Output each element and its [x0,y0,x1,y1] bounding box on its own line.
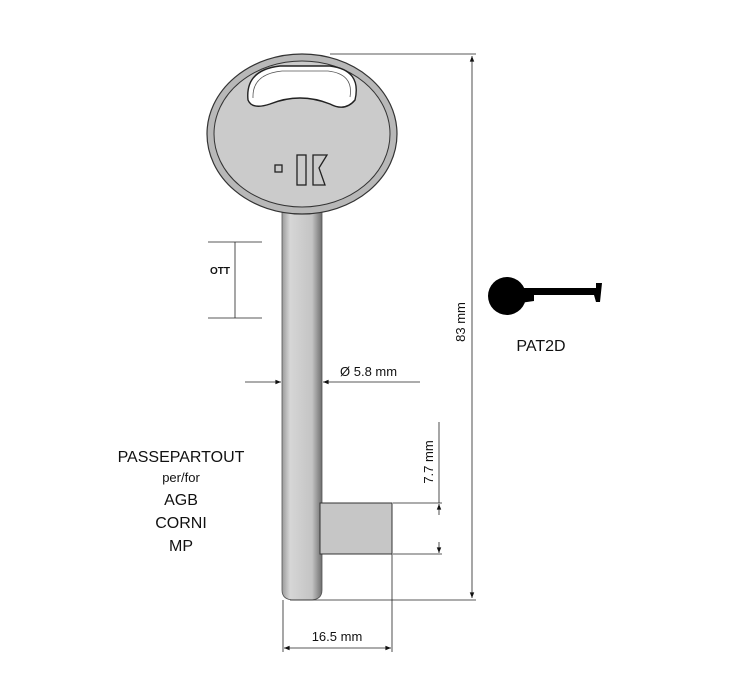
brand-logo [274,154,329,186]
bit-width-label: 16.5 mm [312,629,363,644]
bit-height-dimension: 7.7 mm [393,422,442,555]
passepartout-title: PASSEPARTOUT [118,449,245,466]
key-head [206,53,398,215]
bit-height-label: 7.7 mm [421,440,436,483]
bit-width-dimension: 16.5 mm [282,554,393,652]
key-shaft [281,204,323,601]
diameter-dimension: Ø 5.8 mm [245,364,420,385]
diameter-label: Ø 5.8 mm [340,364,397,379]
brand-corni: CORNI [155,515,207,532]
ott-label: OTT [210,266,230,277]
length-dimension: 83 mm [290,53,476,601]
key-profile-pat2d: PAT2D [488,277,602,355]
key-bit [319,502,393,555]
brand-agb: AGB [164,492,198,509]
compatibility-list: PASSEPARTOUT per/for AGB CORNI MP [118,449,245,555]
brand-mp: MP [169,538,193,555]
length-label: 83 mm [453,302,468,342]
profile-label: PAT2D [516,338,565,355]
per-for-label: per/for [162,470,200,485]
key-bow-hole [247,65,357,108]
ott-bracket: OTT [208,241,262,319]
